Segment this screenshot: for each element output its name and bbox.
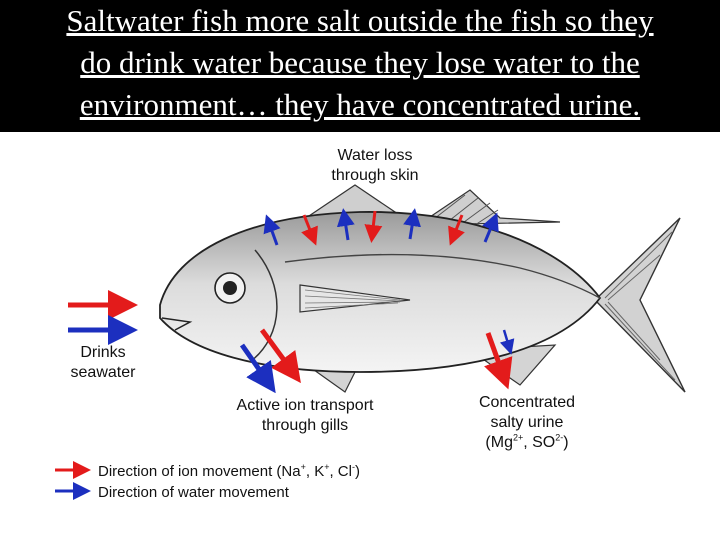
label-water-loss: Water loss through skin — [331, 147, 419, 184]
gill-cover — [249, 249, 278, 363]
label-active-ion-transport: Active ion transport through gills — [236, 397, 374, 434]
mouth — [161, 317, 193, 331]
legend-ion: Direction of ion movement (Na+, K+, Cl-) — [92, 461, 360, 481]
ion-arrow-skin-3 — [448, 214, 465, 246]
title-line-3: environment… they have concentrated urin… — [79, 87, 641, 122]
tail-fin — [594, 217, 686, 393]
urine-ions: (Mg2+, SO2-) — [485, 432, 569, 451]
water-arrow-skin-3 — [403, 208, 421, 240]
legend-water-label: Direction of water movement — [98, 483, 289, 501]
legend-ion-label: Direction of ion movement (Na+, K+, Cl-) — [98, 461, 360, 480]
label-concentrated-urine: Concentrated salty urine (Mg2+, SO2-) — [462, 393, 592, 453]
eye — [214, 272, 246, 304]
water-arrow-skin-1 — [263, 214, 281, 246]
lateral-line — [284, 253, 601, 299]
ion-arrow-gills — [259, 328, 301, 384]
title-line-1: Saltwater fish more salt outside the fis… — [66, 3, 654, 38]
legend-water: Direction of water movement — [92, 482, 289, 502]
water-arrow-skin-4 — [482, 212, 499, 243]
ion-arrow-urine — [484, 332, 513, 390]
title-line-2: do drink water because they lose water t… — [80, 45, 640, 80]
water-arrow-skin-2 — [336, 208, 355, 241]
water-arrow-urine — [499, 329, 515, 355]
label-drinks-seawater: Drinks seawater — [70, 344, 136, 381]
ion-arrow-skin-1 — [301, 214, 318, 246]
ion-arrow-skin-2 — [364, 210, 383, 243]
slide-title: Saltwater fish more salt outside the fis… — [0, 0, 720, 132]
water-arrow-gills — [239, 343, 276, 394]
